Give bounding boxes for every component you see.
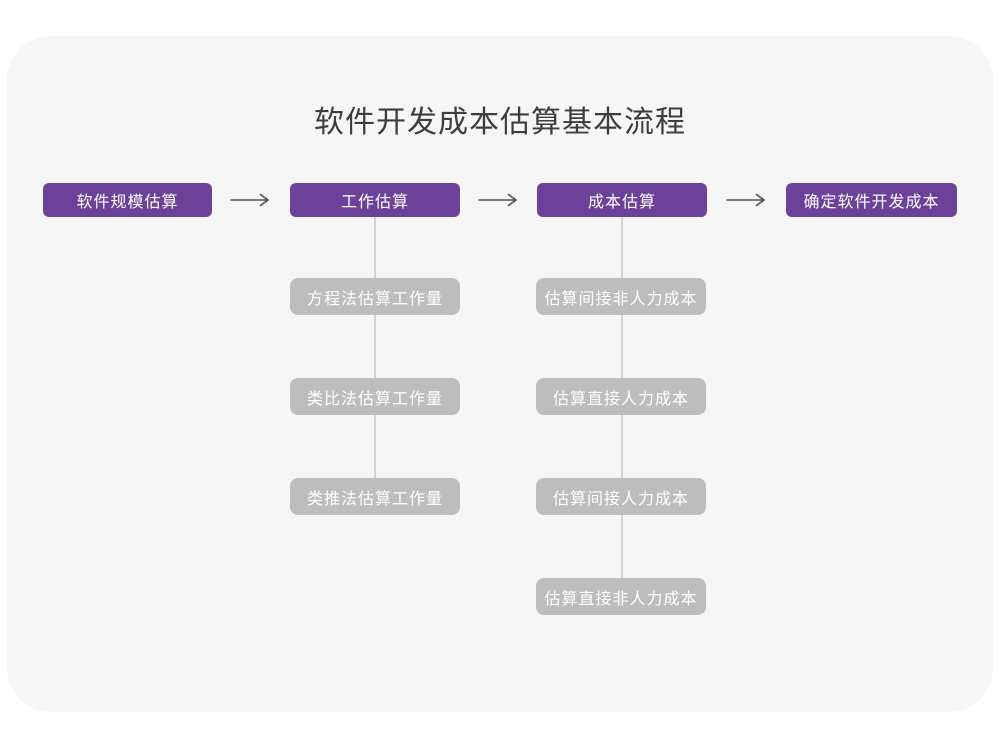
vertical-connector-work-estimation <box>374 217 376 496</box>
sub-node-label: 类推法估算工作量 <box>306 490 443 508</box>
diagram-title: 软件开发成本估算基本流程 <box>314 106 686 139</box>
flow-node-work-estimation: 工作估算 <box>290 183 460 217</box>
sub-node-analogy-method: 类比法估算工作量 <box>290 378 460 415</box>
sub-node-label: 估算间接非人力成本 <box>544 290 698 308</box>
sub-node-equation-method: 方程法估算工作量 <box>290 278 460 315</box>
sub-node-indirect-nonlabor-cost: 估算间接非人力成本 <box>536 278 706 315</box>
flow-node-determine-dev-cost: 确定软件开发成本 <box>786 183 957 217</box>
sub-node-indirect-labor-cost: 估算间接人力成本 <box>536 478 706 515</box>
arrow-right-icon <box>726 193 766 212</box>
sub-node-label: 估算间接人力成本 <box>552 490 689 508</box>
arrow-right-icon <box>478 193 518 212</box>
sub-node-direct-nonlabor-cost: 估算直接非人力成本 <box>536 578 706 615</box>
flow-node-label: 软件规模估算 <box>76 194 179 211</box>
flow-node-software-scale-estimation: 软件规模估算 <box>43 183 212 217</box>
flow-node-label: 确定软件开发成本 <box>803 194 940 211</box>
flow-node-cost-estimation: 成本估算 <box>537 183 707 217</box>
sub-node-extrapolation-method: 类推法估算工作量 <box>290 478 460 515</box>
sub-node-direct-labor-cost: 估算直接人力成本 <box>536 378 706 415</box>
flow-node-label: 成本估算 <box>587 194 656 211</box>
diagram-card <box>7 36 993 712</box>
sub-node-label: 估算直接人力成本 <box>552 390 689 408</box>
flow-node-label: 工作估算 <box>340 194 409 211</box>
sub-node-label: 类比法估算工作量 <box>306 390 443 408</box>
sub-node-label: 方程法估算工作量 <box>306 290 443 308</box>
sub-node-label: 估算直接非人力成本 <box>544 590 698 608</box>
arrow-right-icon <box>230 193 270 212</box>
